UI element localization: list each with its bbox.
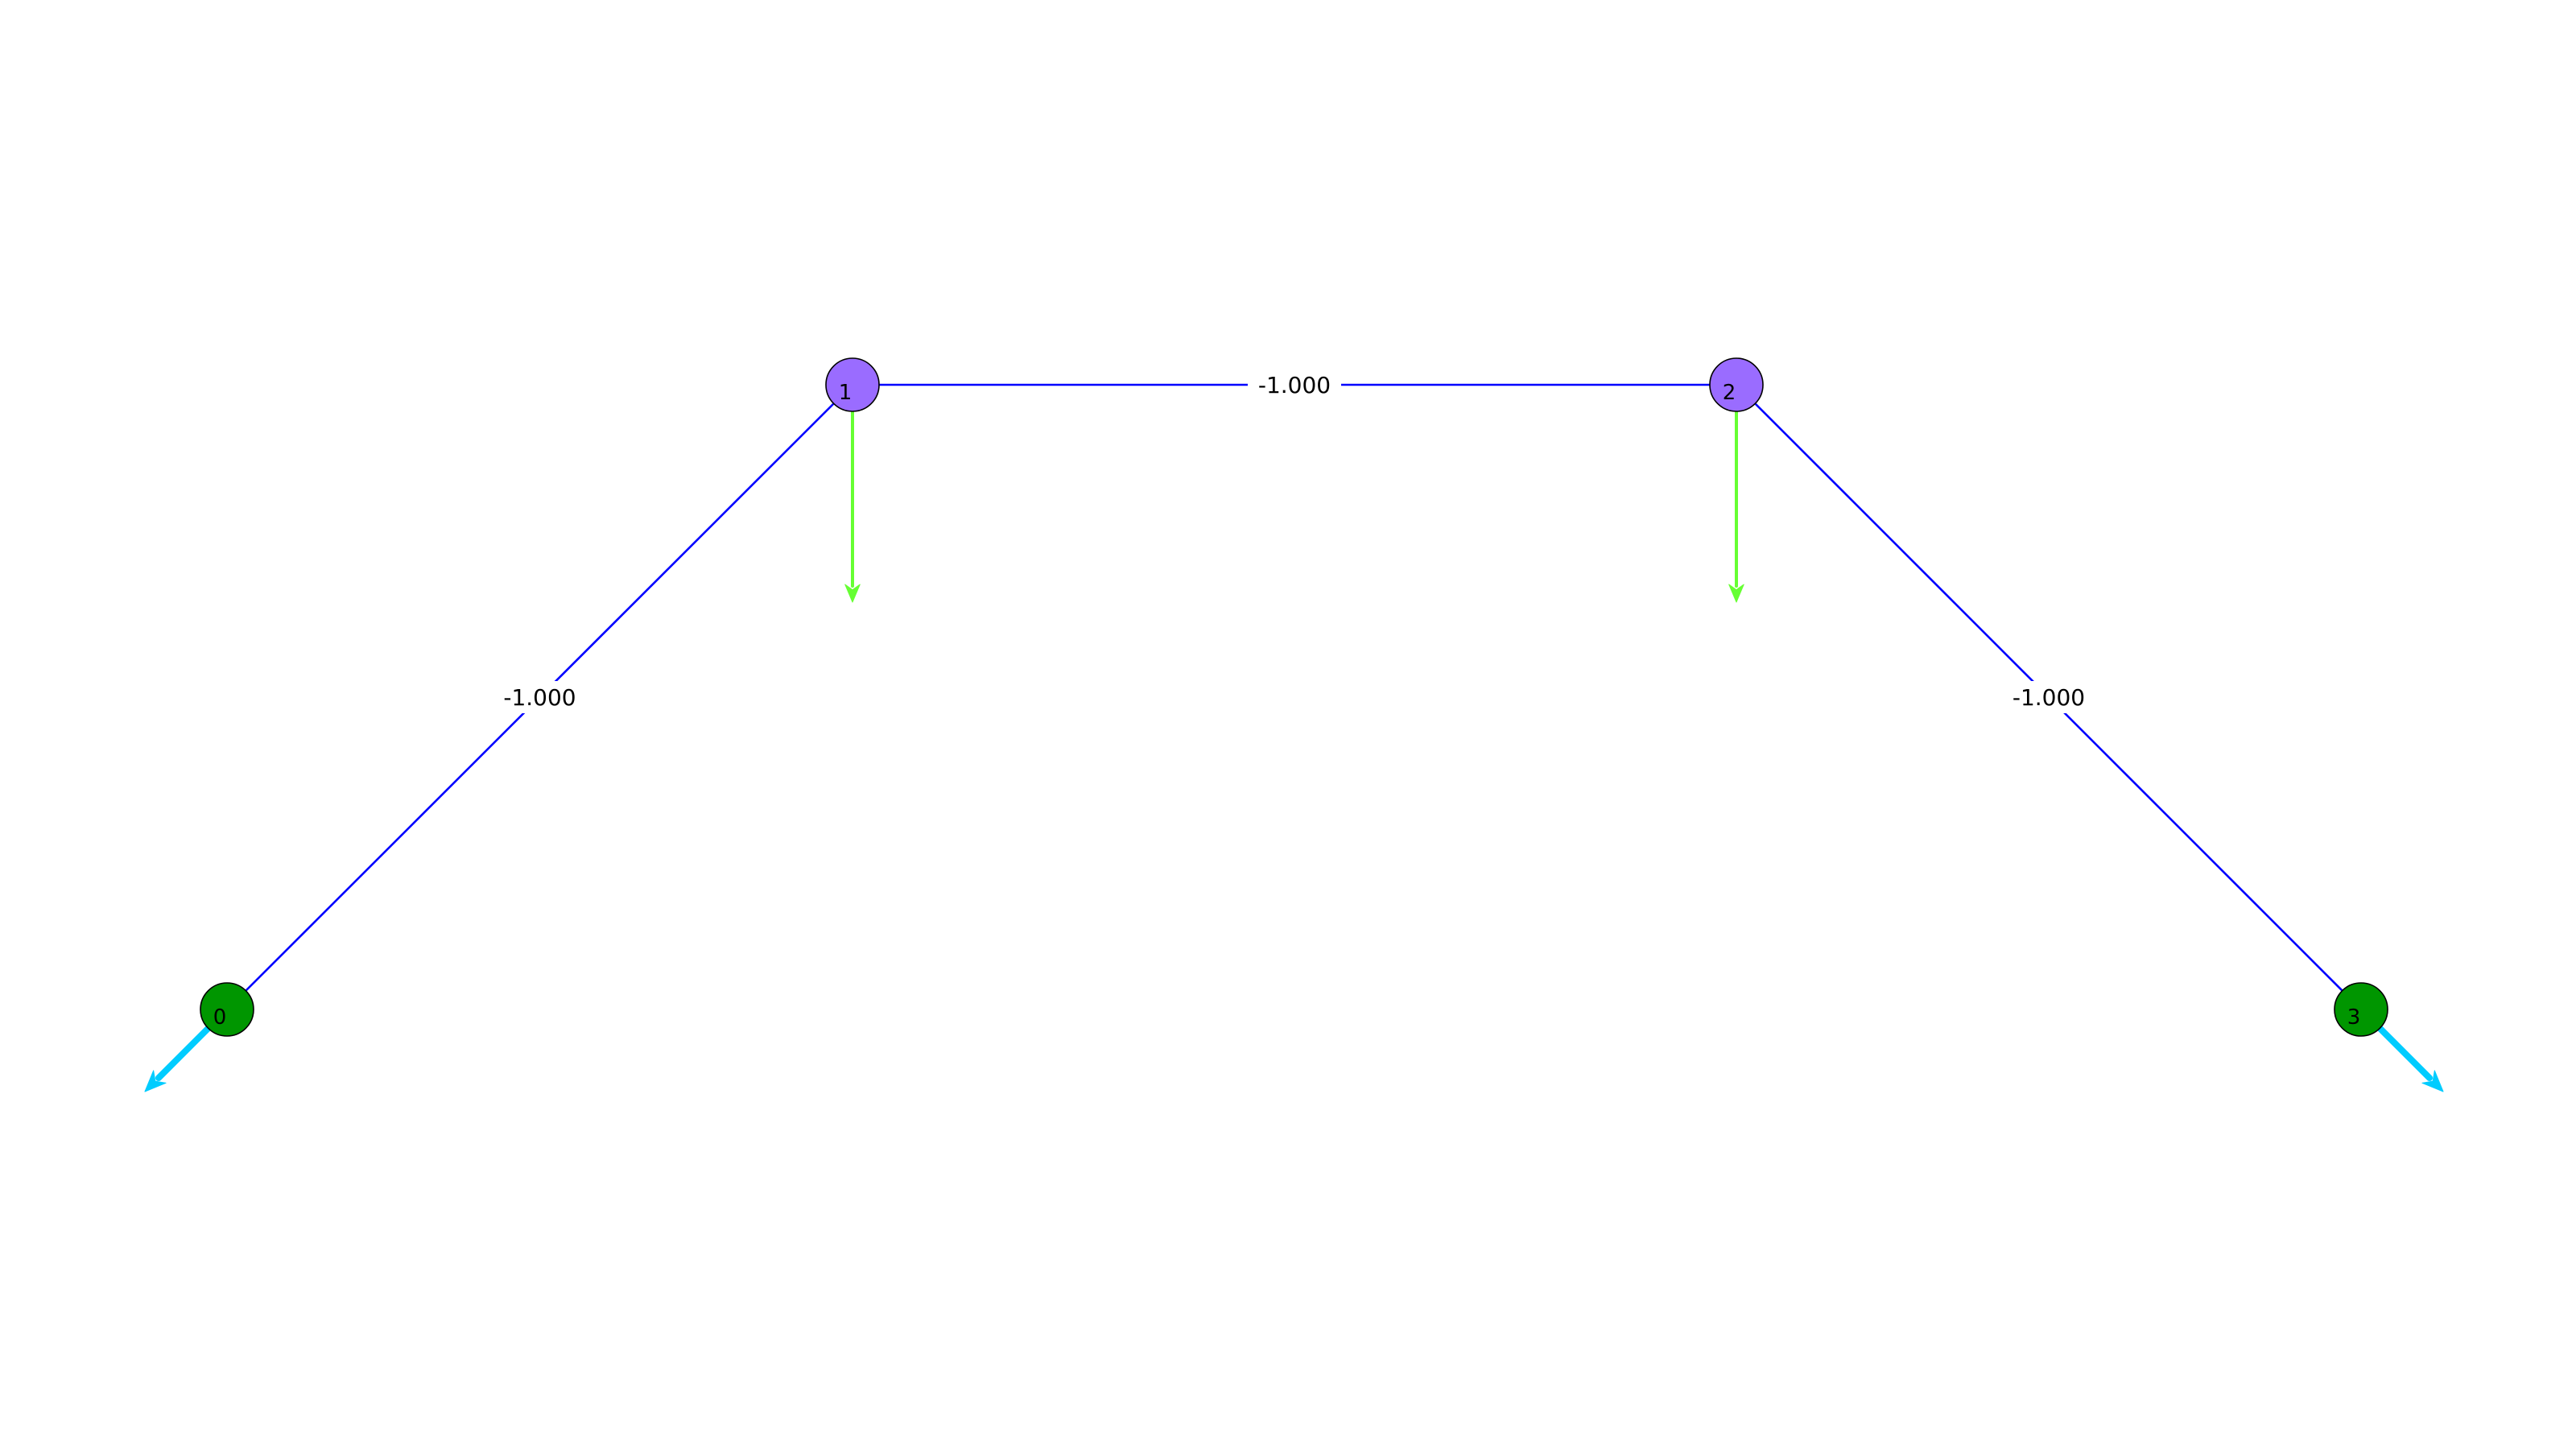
arrows-layer <box>144 408 2444 1092</box>
node-circle <box>2334 982 2388 1037</box>
node-circle <box>825 357 880 412</box>
member-force-label: -1.000 <box>2013 684 2085 711</box>
node-3: 3 <box>2334 982 2388 1037</box>
reaction-arrow-node-0 <box>144 1026 211 1092</box>
node-label: 1 <box>839 381 852 405</box>
nodes-layer: 0 1 2 3 <box>200 357 2388 1037</box>
load-arrow-node-1 <box>844 408 861 603</box>
member-force-label: -1.000 <box>503 684 576 711</box>
edge-labels-layer: -1.000 -1.000 -1.000 <box>493 369 2095 713</box>
load-arrow-node-2 <box>1728 408 1744 603</box>
node-label: 0 <box>213 1005 227 1030</box>
node-circle <box>1709 357 1764 412</box>
reaction-arrow-node-3 <box>2377 1026 2444 1092</box>
member-label-2-3: -1.000 <box>2002 681 2095 713</box>
node-0: 0 <box>200 982 254 1037</box>
node-1: 1 <box>825 357 880 412</box>
node-2: 2 <box>1709 357 1764 412</box>
member-label-0-1: -1.000 <box>493 681 587 713</box>
node-circle <box>200 982 254 1037</box>
member-label-1-2: -1.000 <box>1248 369 1341 401</box>
node-label: 3 <box>2347 1005 2361 1030</box>
node-label: 2 <box>1723 381 1736 405</box>
member-force-label: -1.000 <box>1258 372 1331 398</box>
